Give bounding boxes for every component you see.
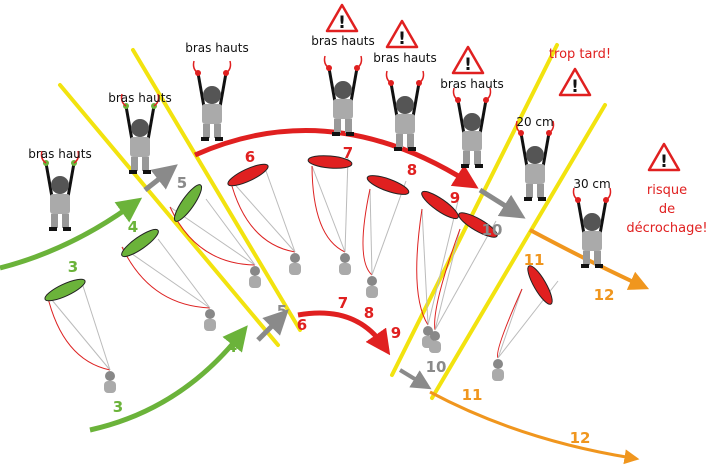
- svg-text:!: !: [660, 152, 668, 172]
- paraglider: [169, 184, 261, 288]
- paraglider: [227, 163, 301, 275]
- step-number: 4: [128, 218, 138, 236]
- seated-pilot: [492, 359, 504, 381]
- phase-boundary-line: [430, 103, 607, 400]
- arms-up-label: bras hauts: [28, 147, 92, 161]
- step-number: 4: [227, 338, 237, 356]
- arms-up-label: bras hauts: [373, 51, 437, 65]
- warning-icon: !: [558, 67, 592, 97]
- stall-risk-label: risque: [647, 183, 687, 198]
- paraglider: [44, 278, 116, 393]
- step-number: 12: [594, 286, 615, 304]
- warning-icon: !: [385, 19, 419, 49]
- pilot-front-view: [572, 187, 612, 268]
- step-number: 7: [338, 294, 348, 312]
- trajectory-arrow: [143, 164, 178, 192]
- svg-text:!: !: [338, 13, 346, 33]
- paraglider: [307, 155, 353, 275]
- step-number: 11: [462, 386, 483, 404]
- svg-text:!: !: [571, 77, 579, 97]
- paraglider: [492, 265, 559, 381]
- step-number: 8: [407, 161, 417, 179]
- trajectory-arrow: [0, 197, 143, 271]
- step-number: 10: [426, 358, 447, 376]
- trajectory-arrow: [256, 309, 289, 342]
- too-late-label: trop tard!: [549, 47, 611, 62]
- step-number: 5: [277, 302, 287, 320]
- arms-up-label: bras hauts: [311, 34, 375, 48]
- paraglider: [416, 190, 459, 348]
- trajectory-arrow: [297, 310, 391, 356]
- pilot-front-view: [40, 150, 80, 231]
- arms-up-label: bras hauts: [440, 77, 504, 91]
- seated-pilot: [366, 276, 378, 298]
- phase-boundary-line: [58, 83, 280, 347]
- step-number: 11: [524, 251, 545, 269]
- step-number: 9: [391, 324, 401, 342]
- warning-icon: !: [451, 45, 485, 75]
- trajectory-arrow: [398, 368, 432, 390]
- pilot-front-view: [385, 70, 425, 151]
- paraglider: [429, 212, 498, 353]
- trajectory-arrow: [193, 128, 479, 189]
- arms-up-label: bras hauts: [108, 91, 172, 105]
- step-number: 7: [343, 144, 353, 162]
- brake-20cm-label: 20 cm: [516, 115, 553, 129]
- pilot-front-view: [192, 60, 232, 141]
- step-number: 6: [297, 316, 307, 334]
- trajectory-arrow: [89, 325, 248, 433]
- stall-risk-label: de: [659, 202, 675, 217]
- arms-up-label: bras hauts: [185, 41, 249, 55]
- phase-boundary-line: [390, 43, 559, 377]
- pilot-front-view: [452, 87, 492, 168]
- svg-text:!: !: [398, 29, 406, 49]
- step-number: 8: [364, 304, 374, 322]
- step-number: 5: [177, 174, 187, 192]
- paraglider: [121, 228, 216, 331]
- step-number: 9: [450, 189, 460, 207]
- step-number: 10: [482, 221, 503, 239]
- pilot-front-view: [515, 120, 555, 201]
- seated-pilot: [104, 371, 116, 393]
- brake-30cm-label: 30 cm: [573, 177, 610, 191]
- seated-pilot: [249, 266, 261, 288]
- seated-pilot: [429, 331, 441, 353]
- pilot-front-view: [120, 93, 160, 174]
- trajectory-arrow: [478, 187, 526, 219]
- step-number: 3: [113, 398, 123, 416]
- stall-risk-label: décrochage!: [626, 221, 707, 236]
- trajectory-arrow: [429, 390, 640, 465]
- seated-pilot: [289, 253, 301, 275]
- step-number: 3: [68, 258, 78, 276]
- warning-icon: !: [647, 142, 681, 172]
- seated-pilot: [339, 253, 351, 275]
- warning-icon: !: [325, 3, 359, 33]
- svg-text:!: !: [464, 55, 472, 75]
- seated-pilot: [204, 309, 216, 331]
- pilot-front-view: [323, 55, 363, 136]
- phase-boundary-line: [131, 48, 302, 332]
- step-number: 6: [245, 148, 255, 166]
- step-number: 12: [570, 429, 591, 447]
- paraglider: [362, 175, 410, 298]
